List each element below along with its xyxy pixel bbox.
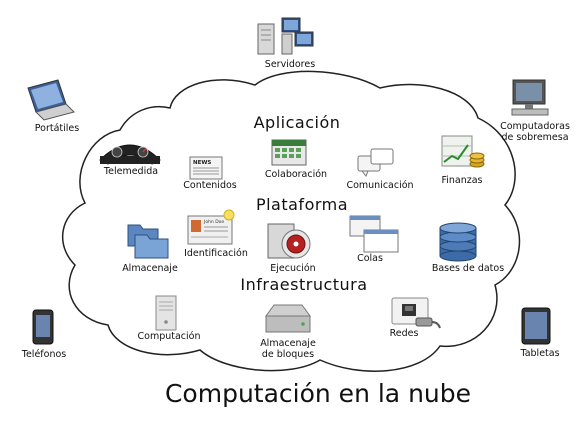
section-infraestructura: Infraestructura bbox=[240, 275, 367, 294]
label-almacenaje-bloques-2: de bloques bbox=[262, 349, 314, 360]
label-contenidos: Contenidos bbox=[183, 180, 237, 191]
database-icon bbox=[439, 222, 477, 262]
id-card-name: John Doe bbox=[203, 219, 224, 225]
label-servidores: Servidores bbox=[265, 59, 315, 70]
label-almacenaje: Almacenaje bbox=[122, 263, 178, 274]
network-port-icon bbox=[391, 297, 441, 329]
label-identificacion: Identificación bbox=[184, 248, 248, 259]
tablet-icon bbox=[521, 307, 551, 345]
label-telemedida: Telemedida bbox=[103, 166, 158, 177]
label-computadoras-2: de sobremesa bbox=[501, 132, 568, 143]
id-card-icon: John Doe bbox=[187, 209, 235, 245]
gauge-icon bbox=[99, 144, 161, 165]
label-colas: Colas bbox=[357, 253, 383, 264]
desktop-computer-icon bbox=[511, 79, 549, 116]
label-portatiles: Portátiles bbox=[35, 123, 80, 134]
label-bases-de-datos: Bases de datos bbox=[432, 263, 504, 274]
server-tower-icon bbox=[155, 295, 177, 331]
label-tabletas: Tabletas bbox=[519, 348, 559, 359]
folders-icon bbox=[127, 224, 169, 259]
label-ejecucion: Ejecución bbox=[270, 263, 315, 274]
phone-icon bbox=[32, 309, 54, 345]
label-comunicacion: Comunicación bbox=[346, 180, 413, 191]
label-almacenaje-bloques-1: Almacenaje bbox=[260, 338, 316, 349]
label-computadoras-1: Computadoras bbox=[500, 121, 570, 132]
diagram-title: Computación en la nube bbox=[165, 379, 471, 408]
calendar-icon bbox=[271, 139, 307, 166]
section-aplicacion: Aplicación bbox=[254, 113, 341, 132]
hard-drive-icon bbox=[265, 304, 311, 333]
laptop-icon bbox=[27, 79, 75, 121]
servers-icon bbox=[257, 17, 314, 55]
cloud-outline bbox=[61, 70, 521, 372]
label-computacion: Computación bbox=[138, 331, 201, 342]
finance-chart-icon bbox=[441, 135, 485, 168]
label-finanzas: Finanzas bbox=[441, 175, 482, 186]
label-telefonos: Teléfonos bbox=[21, 349, 67, 360]
execution-disc-icon bbox=[267, 223, 311, 259]
section-plataforma: Plataforma bbox=[256, 195, 348, 214]
queues-windows-icon bbox=[349, 215, 399, 253]
newspaper-icon: NEWS bbox=[189, 156, 223, 180]
label-redes: Redes bbox=[390, 328, 419, 339]
label-colaboracion: Colaboración bbox=[265, 169, 327, 180]
newspaper-header: NEWS bbox=[193, 160, 211, 166]
chat-bubbles-icon bbox=[357, 148, 394, 177]
